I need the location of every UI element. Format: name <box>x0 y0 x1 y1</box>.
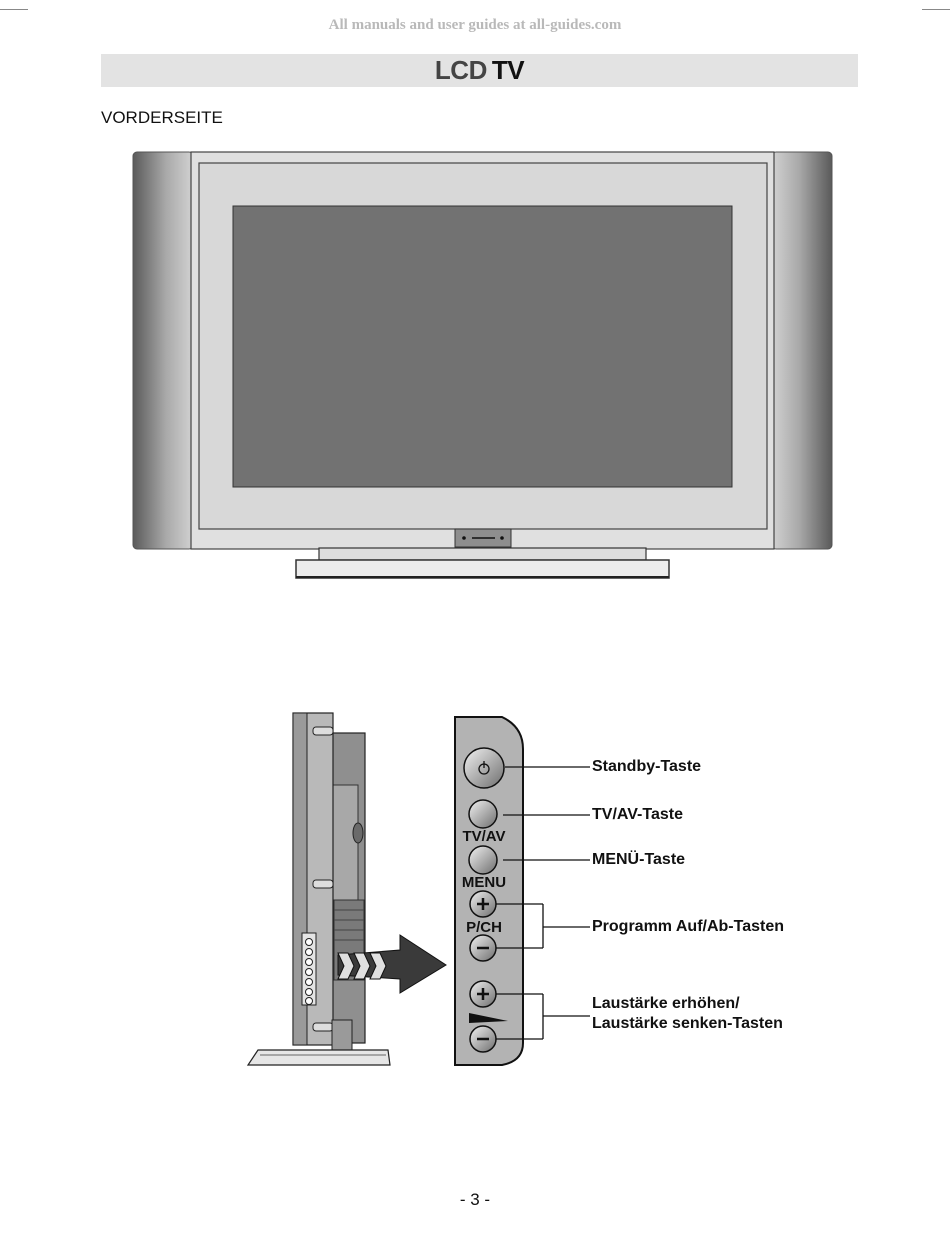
menu-label: MENU <box>462 874 506 891</box>
callout-volume-line2: Laustärke senken-Tasten <box>592 1015 783 1032</box>
section-heading: VORDERSEITE <box>101 108 223 127</box>
title-tv: TV <box>491 55 525 85</box>
callout-volume: Laustärke erhöhen/ Laustärke senken-Tast… <box>592 994 783 1034</box>
callout-tvav: TV/AV-Taste <box>592 806 683 823</box>
crop-mark-right <box>922 9 950 10</box>
side-stand-neck <box>331 1019 353 1053</box>
menu-button <box>468 845 498 875</box>
side-stand-base <box>246 1049 391 1066</box>
page-number: - 3 - <box>459 1190 491 1209</box>
led-indicator <box>462 536 466 540</box>
tvav-label: TV/AV <box>462 828 505 845</box>
title-lcd: LCD <box>434 55 487 85</box>
pch-label: P/CH <box>466 919 502 936</box>
left-speaker <box>132 151 194 550</box>
callout-lines <box>496 766 590 1040</box>
right-speaker <box>771 151 833 550</box>
callout-volume-line1: Laustärke erhöhen/ <box>592 995 740 1012</box>
callout-program: Programm Auf/Ab-Tasten <box>592 918 785 935</box>
stand-base <box>295 559 670 579</box>
ir-receiver <box>500 536 504 540</box>
volume-wedge-icon <box>469 1013 508 1023</box>
crop-mark-left <box>0 9 28 10</box>
tv-screen <box>232 205 733 488</box>
tv-side-illustration: TV/AV MENU P/CH <box>246 712 524 1066</box>
watermark: All manuals and user guides at all-guide… <box>328 17 622 33</box>
callout-menu: MENÜ-Taste <box>592 851 686 868</box>
page-title: LCD TV <box>101 54 858 87</box>
tv-front-illustration <box>132 151 833 579</box>
callout-standby: Standby-Taste <box>592 758 702 775</box>
control-panel <box>454 716 524 1066</box>
tvav-button <box>468 799 498 829</box>
stand-neck <box>318 547 647 561</box>
